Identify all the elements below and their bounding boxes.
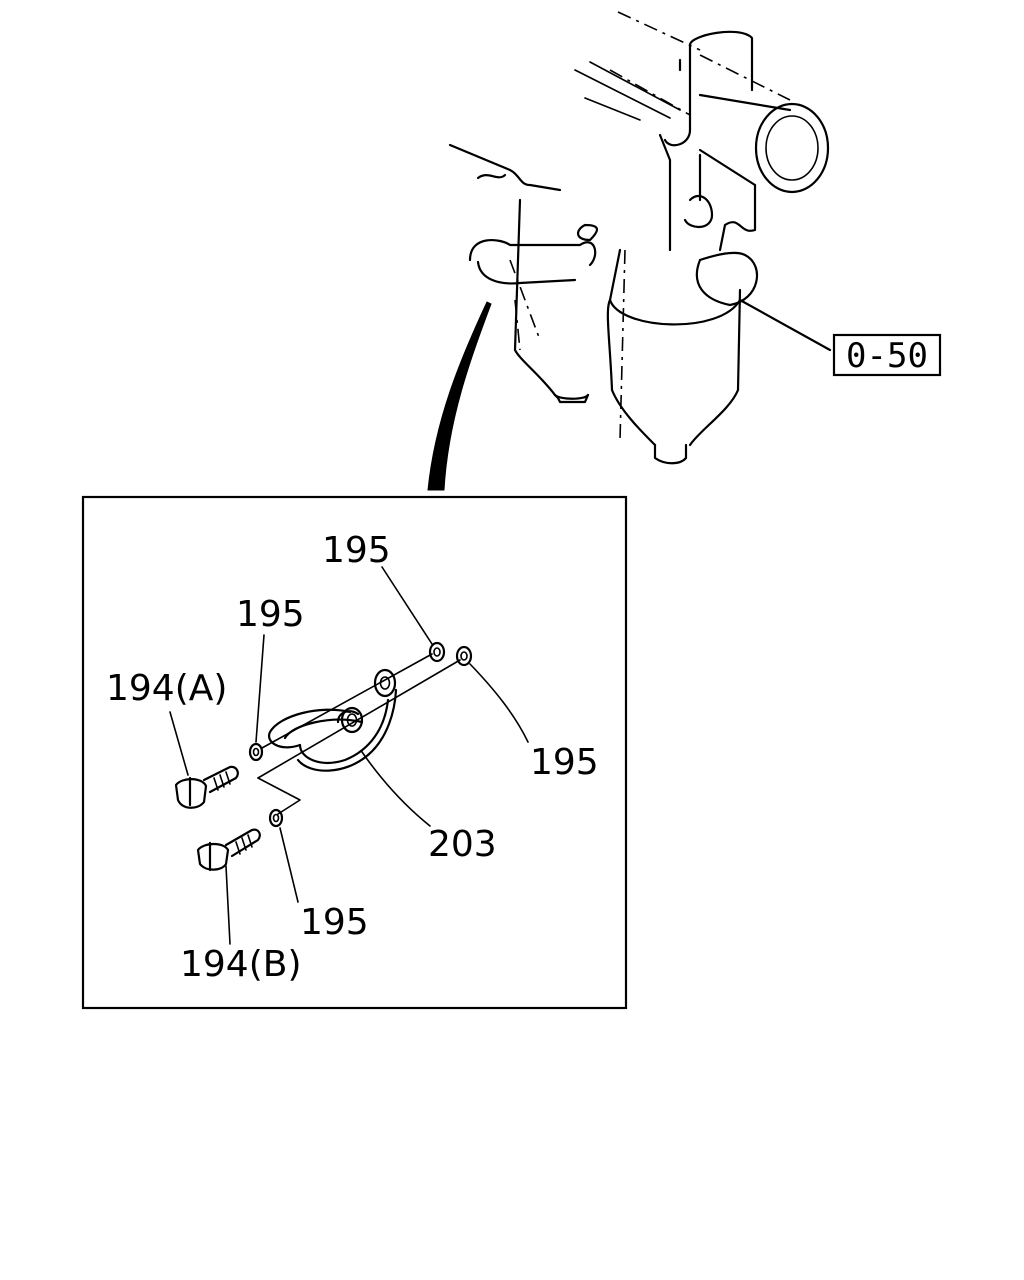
label-bolt-b: 194(B): [180, 944, 302, 985]
assembly-reference-box[interactable]: 0-50: [832, 333, 942, 377]
washer-195-top[interactable]: [428, 641, 446, 663]
label-washer-left: 195: [236, 594, 305, 635]
label-bolt-a: 194(A): [106, 668, 227, 709]
label-washer-right: 195: [530, 742, 599, 783]
detail-pointer: [427, 301, 492, 491]
detail-view: 195 195 194(A) 195 203 195 194(B): [81, 495, 628, 1010]
pipe-203[interactable]: [267, 668, 398, 772]
label-pipe: 203: [428, 824, 497, 865]
detail-frame: [81, 495, 628, 1010]
bolt-194b[interactable]: [196, 828, 261, 872]
label-washer-bottom: 195: [300, 902, 369, 943]
washer-195-bottom[interactable]: [268, 808, 284, 828]
bolt-194a[interactable]: [174, 765, 239, 809]
washer-195-left[interactable]: [248, 742, 264, 762]
washer-195-right[interactable]: [455, 645, 473, 667]
label-washer-top: 195: [322, 530, 391, 571]
assembly-reference-label: 0-50: [846, 336, 928, 376]
fuel-filter-assembly: [448, 11, 832, 465]
